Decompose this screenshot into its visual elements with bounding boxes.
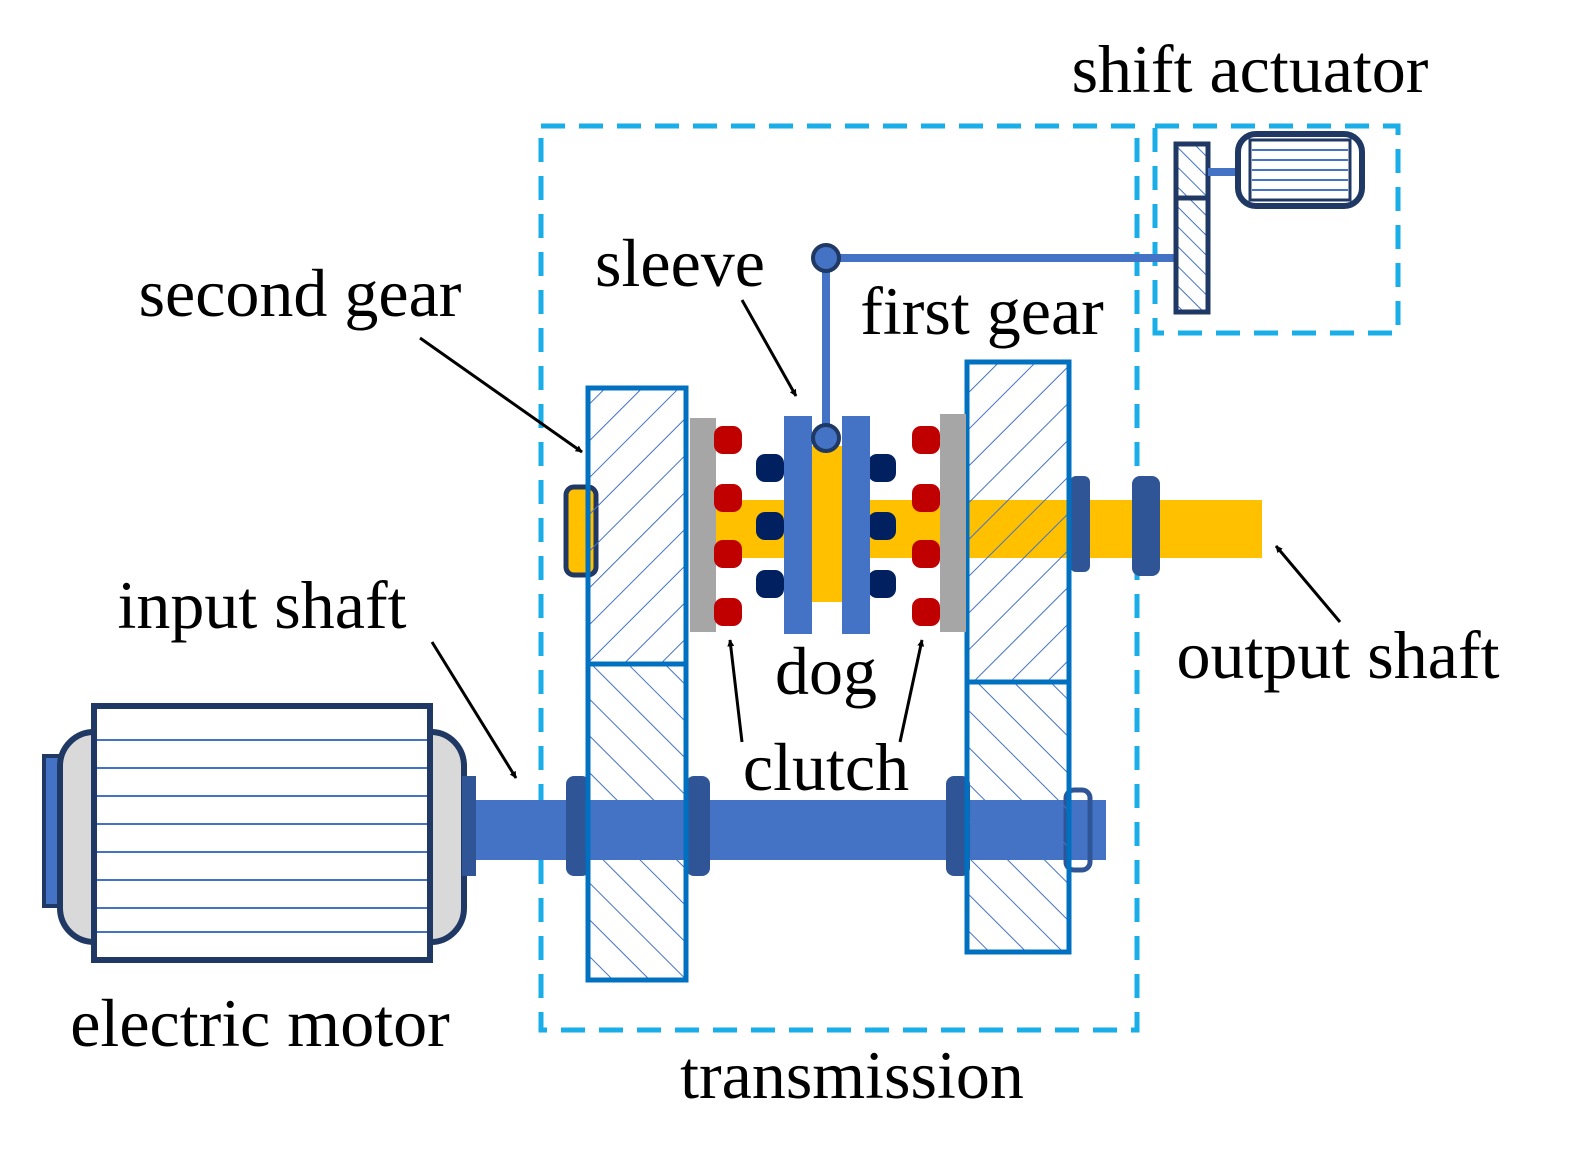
dog-teeth-gears xyxy=(714,426,940,626)
transmission-boundary xyxy=(538,123,1140,1033)
arrow-output-shaft xyxy=(1274,545,1342,623)
electric-motor xyxy=(42,703,476,963)
arrow-input-shaft xyxy=(430,641,518,779)
second-gear-hub xyxy=(690,418,716,632)
label-output-shaft: output shaft xyxy=(1177,617,1500,693)
pointer-arrows xyxy=(419,299,1342,779)
sleeve xyxy=(784,416,870,634)
label-clutch: clutch xyxy=(743,729,909,805)
dog-teeth-sleeve xyxy=(756,454,896,598)
arrow-dog-clutch-right xyxy=(898,639,925,743)
label-sleeve: sleeve xyxy=(595,225,765,301)
label-dog: dog xyxy=(775,633,877,709)
label-input-shaft: input shaft xyxy=(118,567,407,643)
arrow-second-gear xyxy=(419,336,583,454)
first-gear-hub xyxy=(940,414,966,632)
label-transmission: transmission xyxy=(680,1037,1024,1113)
arrow-dog-clutch-left xyxy=(727,639,744,743)
shift-actuator xyxy=(1173,131,1365,315)
first-gear xyxy=(964,359,1072,955)
label-shift-actuator: shift actuator xyxy=(1072,31,1429,107)
label-first-gear: first gear xyxy=(860,273,1104,349)
label-electric-motor: electric motor xyxy=(70,985,450,1061)
second-gear xyxy=(585,385,689,983)
arrow-sleeve xyxy=(740,299,798,397)
shift-actuator-boundary xyxy=(1152,123,1401,336)
label-second-gear: second gear xyxy=(139,255,462,331)
shift-linkage xyxy=(811,243,1176,453)
